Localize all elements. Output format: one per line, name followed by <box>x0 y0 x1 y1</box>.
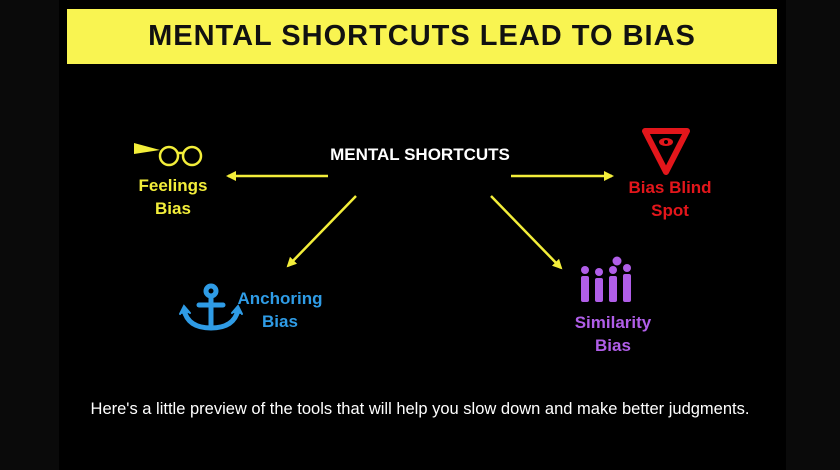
arrow-to-anchoring <box>286 195 357 268</box>
glasses-icon <box>134 143 203 167</box>
bias-blind-spot-label: Bias Blind Spot <box>610 176 730 222</box>
yield-eye-icon <box>642 128 690 175</box>
footer-text: Here's a little preview of the tools tha… <box>90 400 750 418</box>
feelings-bias-line1: Feelings <box>138 176 208 195</box>
similarity-bias-label: Similarity Bias <box>554 311 672 357</box>
page-title: MENTAL SHORTCUTS LEAD TO BIAS <box>148 20 696 52</box>
center-node-label: MENTAL SHORTCUTS <box>330 145 510 164</box>
similarity-bias-line1: Similarity <box>574 313 652 332</box>
anchoring-bias-line2: Bias <box>262 312 298 331</box>
people-group-icon <box>581 256 631 302</box>
title-banner: MENTAL SHORTCUTS LEAD TO BIAS <box>67 9 777 64</box>
bias-blind-spot-line2: Spot <box>651 201 689 220</box>
bias-blind-spot-line1: Bias Blind <box>628 178 712 197</box>
anchor-icon <box>179 283 243 331</box>
arrow-to-similarity <box>490 195 563 270</box>
similarity-bias-line2: Bias <box>595 336 631 355</box>
anchoring-bias-label: Anchoring Bias <box>222 287 338 333</box>
feelings-bias-label: Feelings Bias <box>118 174 228 220</box>
slide-background <box>59 0 786 470</box>
anchoring-bias-line1: Anchoring <box>237 289 323 308</box>
feelings-bias-line2: Bias <box>155 199 191 218</box>
